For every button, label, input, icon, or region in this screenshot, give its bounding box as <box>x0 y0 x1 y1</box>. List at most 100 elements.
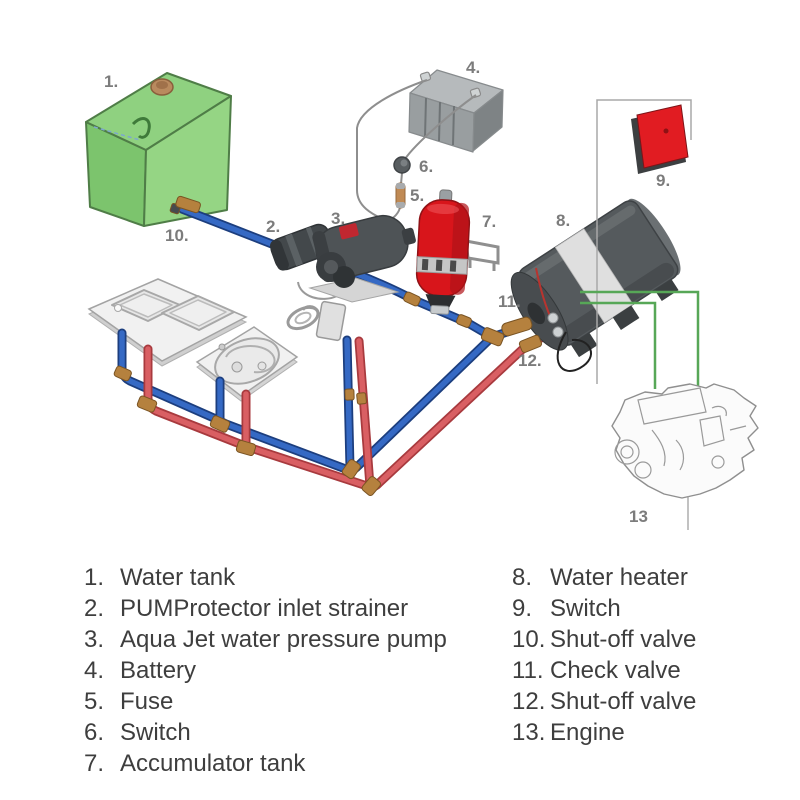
legend-label: Water tank <box>120 564 236 591</box>
band-stripe <box>435 259 443 271</box>
engine-pulley-small <box>634 461 652 479</box>
battery-wire-positive <box>404 94 477 160</box>
fuse-5 <box>395 182 406 209</box>
heater-foot <box>570 332 598 358</box>
heater-foot <box>654 279 679 302</box>
legend-item: 8. Water heater <box>512 562 696 593</box>
legend-item: 11.Check valve <box>512 655 696 686</box>
heater-element-cover <box>527 302 546 325</box>
switch-9-wire <box>596 99 692 384</box>
legend-label: Fuse <box>120 688 174 715</box>
engine-pulley-hub <box>620 445 634 459</box>
brass-tee <box>235 439 257 457</box>
legend-item: 6.Switch <box>84 717 447 748</box>
switch-9-rocker <box>636 104 689 169</box>
legend-num: 1. <box>84 564 105 591</box>
legend-num: 2. <box>84 595 105 622</box>
legend-label: Shut-off valve <box>550 626 697 653</box>
engine-pulley <box>614 439 640 465</box>
label-13: 13 <box>629 507 648 526</box>
label-10: 10. <box>165 226 189 245</box>
brass-corner-tee <box>361 476 382 497</box>
double-sink <box>87 278 248 367</box>
fuse-cap-top <box>396 183 405 189</box>
heater-inlet-port <box>547 312 559 324</box>
band-stripe <box>421 258 429 271</box>
legend-item: 4.Battery <box>84 655 447 686</box>
battery-terminal <box>469 87 482 99</box>
brass-elbow <box>113 365 132 382</box>
engine-detail <box>711 455 725 469</box>
brass-union <box>456 314 472 328</box>
wire-switch-to-fuse <box>400 172 403 185</box>
label-6: 6. <box>419 157 433 176</box>
label-1: 1. <box>104 72 118 91</box>
legend-item: 3.Aqua Jet water pressure pump <box>84 624 447 655</box>
accumulator-chrome-union <box>430 305 450 315</box>
label-12: 12. <box>518 351 542 370</box>
legend-label: Water heater <box>550 564 688 591</box>
sink-bowl-right-inner <box>169 299 227 327</box>
legend-label: Battery <box>120 657 197 684</box>
shower-head-inner <box>294 311 312 325</box>
battery-wire-negative <box>356 79 428 222</box>
accumulator-highlight <box>427 203 460 215</box>
bracket-plate <box>315 300 347 342</box>
shower-faucet-bracket <box>286 300 347 342</box>
legend-item: 2.PUMProtector inlet strainer <box>84 593 447 624</box>
basin-swirl <box>225 345 276 374</box>
legend-num: 8. <box>512 564 533 591</box>
water-heater <box>510 198 681 358</box>
legend-item: 9. Switch <box>512 593 696 624</box>
cap-inner <box>156 81 168 89</box>
shower-hook <box>301 305 320 312</box>
basin-overflow <box>257 361 267 371</box>
engine-valve-cover <box>637 387 707 425</box>
legend-item: 5.Fuse <box>84 686 447 717</box>
pump-head-lower <box>333 266 355 288</box>
legend-right-column: 8.Water heater 9.Switch 10.Shut-off valv… <box>512 562 696 748</box>
engine-detail <box>729 425 747 431</box>
legend-item: 12.Shut-off valve <box>512 686 696 717</box>
pump-outlet-port <box>401 227 416 245</box>
engine-detail <box>675 439 685 471</box>
legend-num: 9. <box>512 595 533 622</box>
engine <box>611 383 759 530</box>
switch-9-dot <box>663 128 669 134</box>
brass-union <box>403 291 421 307</box>
battery-right-face <box>472 89 504 152</box>
legend-num: 10. <box>512 626 546 653</box>
heat-line-outer <box>580 290 700 389</box>
legend-label: Engine <box>550 719 625 746</box>
brass-tee <box>136 395 158 413</box>
brass-corner-tee <box>341 459 361 480</box>
band-stripe <box>449 260 457 272</box>
legend-label: Shut-off valve <box>550 688 697 715</box>
basin-drain <box>231 361 243 373</box>
engine-manifold <box>699 415 725 447</box>
accumulator-bracket <box>464 239 500 271</box>
brass-tee <box>209 415 231 433</box>
brass-tee-junction <box>480 327 505 347</box>
switch-6-button <box>400 159 408 167</box>
switch-9 <box>631 104 689 174</box>
legend-label: Switch <box>550 595 621 622</box>
label-3: 3. <box>331 209 345 228</box>
engine-outline <box>611 383 759 499</box>
basin-faucet-hole <box>218 343 226 351</box>
legend-item: 7.Accumulator tank <box>84 748 447 779</box>
shutoff-valve-10 <box>175 195 201 214</box>
water-tank-seam <box>93 126 141 141</box>
heater-power-cord <box>556 331 592 372</box>
water-tank-filler-cap <box>150 78 174 96</box>
sink-bowl-left-inner <box>119 293 173 318</box>
diagram-labels: 1. 2. 3. 4. 5. 6. 7. 8. 9. 10. 11. 12. 1… <box>104 58 670 526</box>
label-5: 5. <box>410 186 424 205</box>
legend-num: 11. <box>512 657 544 684</box>
legend-left-column: 1. Water tank 2.PUMProtector inlet strain… <box>84 562 447 779</box>
check-valve-11 <box>501 316 533 337</box>
label-7: 7. <box>482 212 496 231</box>
strainer-cap <box>270 239 289 271</box>
engine-hose <box>651 429 666 467</box>
